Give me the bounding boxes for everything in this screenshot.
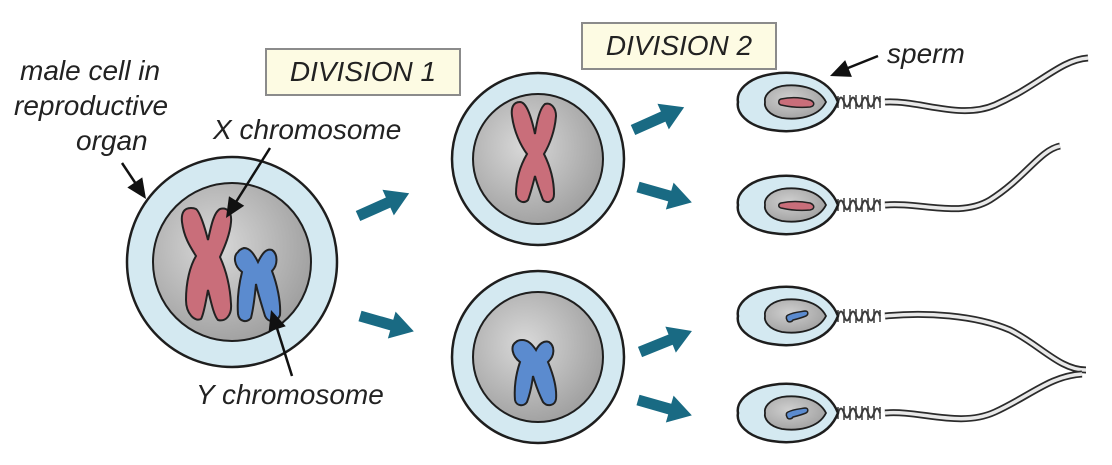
sperm-midpiece xyxy=(837,197,881,213)
y-chromosome-small xyxy=(785,310,809,323)
pointer-x-chromosome xyxy=(218,147,272,223)
arrow-right-icon xyxy=(634,173,696,216)
male-cell xyxy=(125,155,339,369)
male-cell-label-line-2: reproductive xyxy=(14,90,169,121)
arrow-right-icon xyxy=(352,180,415,229)
arrow-right-icon xyxy=(634,386,696,429)
sperm-tail xyxy=(884,142,1062,213)
sperm-cell xyxy=(736,370,1083,444)
x-chromosome-small xyxy=(778,200,815,212)
sperm-midpiece xyxy=(837,405,881,421)
daughter-cell-y xyxy=(450,269,626,445)
pointer-sperm xyxy=(826,54,879,85)
pointer-arrow-icon xyxy=(826,60,852,85)
male-cell-label-line-1: male cell in xyxy=(20,55,161,86)
x-chromosome-large xyxy=(180,206,233,322)
y-chromosome-medium xyxy=(511,338,558,407)
x-chromosome-small xyxy=(778,96,815,109)
pointer-y-chromosome xyxy=(262,307,294,377)
arrow-right-icon xyxy=(356,302,418,345)
division-2-label: DIVISION 2 xyxy=(581,22,777,70)
arrow-right-icon xyxy=(627,94,690,143)
division-1-label: DIVISION 1 xyxy=(265,48,461,96)
male-cell-label-line-3: organ xyxy=(76,125,148,156)
arrow-right-icon xyxy=(634,318,698,365)
sperm-label: sperm xyxy=(887,38,965,69)
sperm-cell xyxy=(736,285,1087,374)
x-chromosome-medium xyxy=(510,100,558,203)
x-chromosome-label: X chromosome xyxy=(213,114,402,145)
daughter-cell-x xyxy=(450,71,626,247)
pointer-male-cell xyxy=(120,162,154,205)
sperm-cell xyxy=(736,142,1062,236)
sperm-midpiece xyxy=(837,94,881,110)
sperm-cell xyxy=(736,54,1089,133)
y-chromosome-label: Y chromosome xyxy=(196,379,384,410)
y-chromosome-small xyxy=(785,407,809,420)
sperm-midpiece xyxy=(837,308,881,324)
